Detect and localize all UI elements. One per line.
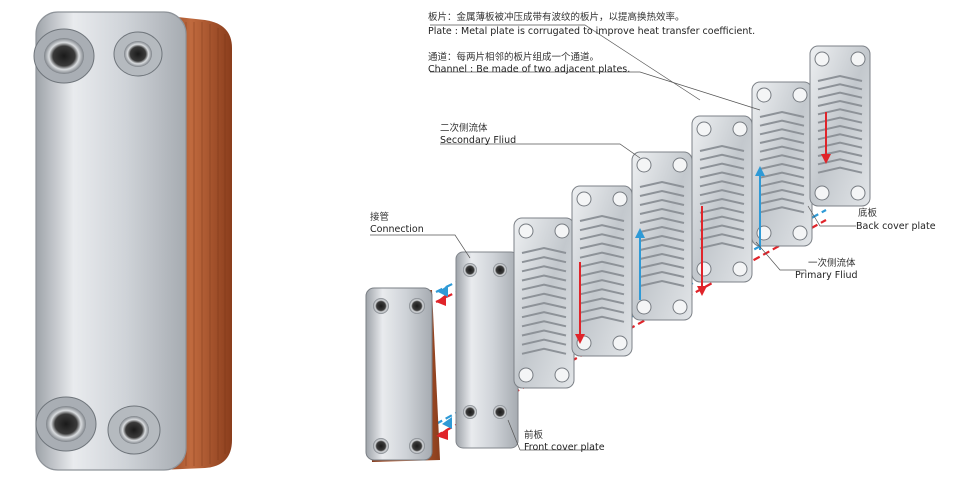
front-cover-plate bbox=[365, 287, 440, 462]
primary-fluid-label-en: Primary Fliud bbox=[795, 270, 858, 281]
back-cover-plate-label-zh: 底板 bbox=[858, 208, 878, 219]
front-cover-plate-label-zh: 前板 bbox=[524, 430, 544, 441]
channel-label-zh: 通道：每两片相邻的板片组成一个通道。 bbox=[428, 52, 600, 63]
front-cover-plate-label-en: Front cover plate bbox=[524, 442, 605, 453]
connection-label-zh: 接管 bbox=[370, 212, 390, 223]
back-cover-plate-label-en: Back cover plate bbox=[856, 221, 936, 232]
port-icon bbox=[33, 28, 163, 455]
corrugated-plate bbox=[809, 45, 871, 207]
connection-label-en: Connection bbox=[370, 224, 424, 235]
corrugated-plate bbox=[571, 185, 633, 357]
channel-label-en: Channel : Be made of two adjacent plates… bbox=[428, 64, 631, 75]
connection-plate bbox=[455, 251, 519, 449]
leader-lines bbox=[370, 24, 856, 451]
corrugated-plate bbox=[631, 151, 693, 321]
primary-fluid-label-zh: 一次侧流体 bbox=[808, 258, 856, 269]
corrugated-plate bbox=[513, 217, 575, 389]
flow-arrows bbox=[436, 112, 831, 440]
secondary-fluid-label-en: Secondary Fliud bbox=[440, 135, 517, 146]
product-photo bbox=[33, 11, 232, 471]
corrugated-plate bbox=[691, 115, 753, 283]
corrugated-plates bbox=[513, 45, 871, 389]
corrugated-plate bbox=[751, 81, 813, 247]
plate-label-zh: 板片：金属薄板被冲压成带有波纹的板片，以提高换热效率。 bbox=[428, 12, 685, 23]
plate-label-en: Plate : Metal plate is corrugated to imp… bbox=[428, 26, 756, 37]
secondary-fluid-label-zh: 二次侧流体 bbox=[440, 123, 488, 134]
